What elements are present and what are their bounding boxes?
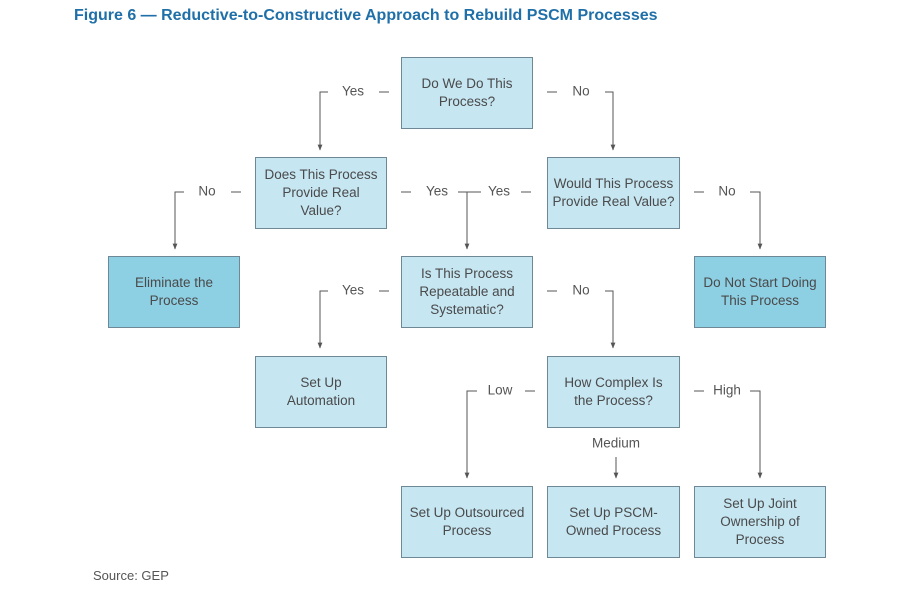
node-does-provide-real-value: Does This Process Provide Real Value? [255, 157, 387, 229]
node-set-up-outsourced: Set Up Outsourced Process [401, 486, 533, 558]
label-yes: Yes [341, 83, 365, 99]
connector-no-3 [694, 191, 760, 249]
connector-yes-2-3 [401, 191, 531, 249]
label-medium: Medium [591, 435, 641, 451]
connector-high [694, 390, 760, 478]
label-high: High [713, 382, 741, 398]
node-set-up-automation: Set Up Automation [255, 356, 387, 428]
label-no: No [198, 183, 216, 199]
node-eliminate-process: Eliminate the Process [108, 256, 240, 328]
node-how-complex: How Complex Is the Process? [547, 356, 680, 428]
node-set-up-joint-ownership: Set Up Joint Ownership of Process [694, 486, 826, 558]
node-do-not-start: Do Not Start Doing This Process [694, 256, 826, 328]
label-yes: Yes [425, 183, 449, 199]
connector-no-2 [175, 191, 241, 249]
source-note: Source: GEP [93, 568, 169, 583]
node-set-up-pscm-owned: Set Up PSCM- Owned Process [547, 486, 680, 558]
node-would-provide-real-value: Would This Process Provide Real Value? [547, 157, 680, 229]
label-no: No [572, 282, 590, 298]
label-yes: Yes [341, 282, 365, 298]
label-no: No [572, 83, 590, 99]
label-low: Low [487, 382, 513, 398]
label-no: No [718, 183, 736, 199]
node-do-we-do-this-process: Do We Do This Process? [401, 57, 533, 129]
connector-yes-1 [320, 91, 389, 150]
connector-yes-4 [320, 290, 389, 348]
figure-title: Figure 6 — Reductive-to-Constructive App… [74, 7, 658, 24]
node-repeatable-systematic: Is This Process Repeatable and Systemati… [401, 256, 533, 328]
label-yes: Yes [487, 183, 511, 199]
connector-low [467, 390, 535, 478]
connector-no-1 [547, 91, 613, 150]
connector-no-4 [547, 290, 613, 348]
